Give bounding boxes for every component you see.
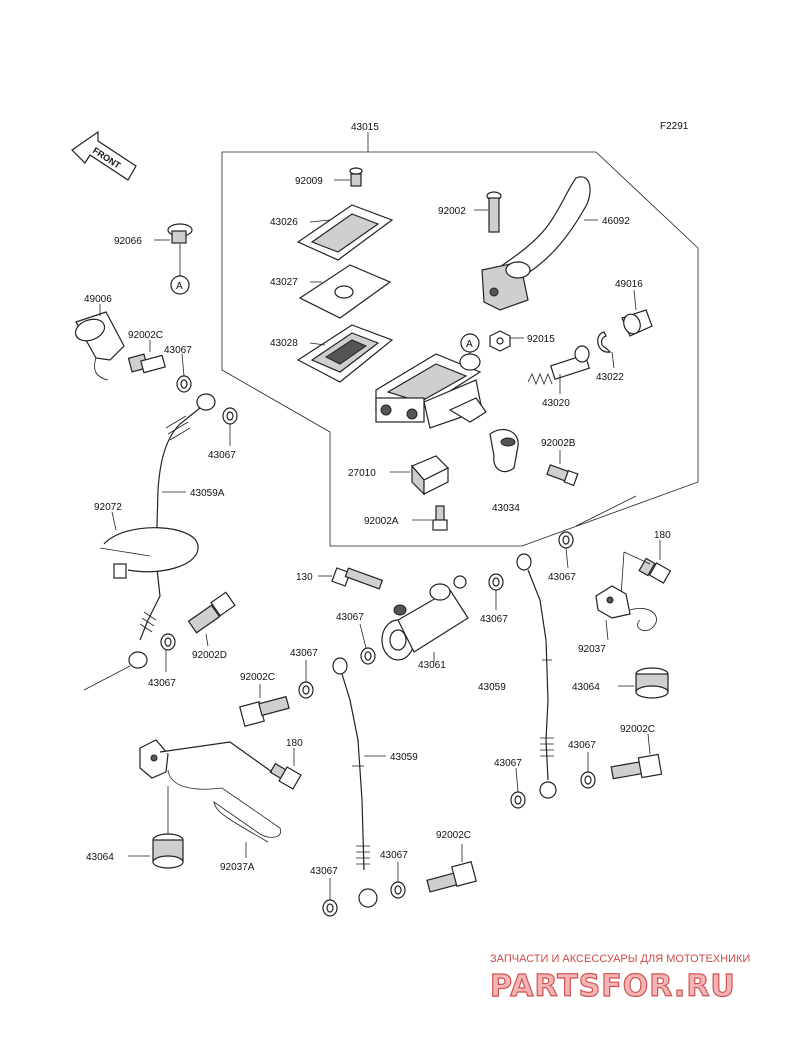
label-43059a: 43059A bbox=[190, 488, 225, 499]
label-27010: 27010 bbox=[348, 468, 376, 479]
label-92002d: 92002D bbox=[192, 650, 227, 661]
group-outline bbox=[221, 151, 699, 547]
label-43059-1: 43059 bbox=[478, 682, 506, 693]
label-49016: 49016 bbox=[615, 279, 643, 290]
front-arrow-icon: FRONT bbox=[71, 130, 137, 181]
washer-43067-7 bbox=[580, 771, 596, 789]
washer-43067-5 bbox=[488, 573, 504, 591]
label-43067-1: 43067 bbox=[164, 345, 192, 356]
label-92002b: 92002B bbox=[541, 438, 576, 449]
label-43067-7: 43067 bbox=[568, 740, 596, 751]
label-92002c-1: 92002C bbox=[128, 330, 163, 341]
label-92015: 92015 bbox=[527, 334, 555, 345]
label-43028: 43028 bbox=[270, 338, 298, 349]
label-130: 130 bbox=[296, 572, 313, 583]
label-49006: 49006 bbox=[84, 294, 112, 305]
label-180-2: 180 bbox=[286, 738, 303, 749]
watermark-logo: PARTSFOR.RU bbox=[490, 969, 736, 1004]
label-92002: 92002 bbox=[438, 206, 466, 217]
grommet-43064-left bbox=[152, 833, 184, 869]
label-46092: 46092 bbox=[602, 216, 630, 227]
banjo-bolt-92002c-4 bbox=[426, 861, 477, 893]
washer-43067-1 bbox=[176, 375, 192, 393]
circlip-43022 bbox=[597, 331, 612, 353]
banjo-bolt-92002c-1 bbox=[127, 353, 166, 374]
master-cylinder-body bbox=[375, 353, 487, 429]
washer-43067-11 bbox=[322, 899, 338, 917]
grommet-43064-right bbox=[635, 667, 669, 699]
screw-92002a bbox=[432, 505, 448, 531]
junction-43061 bbox=[381, 575, 469, 661]
label-92009: 92009 bbox=[295, 176, 323, 187]
label-43067-11: 43067 bbox=[310, 866, 338, 877]
label-43067-4: 43067 bbox=[336, 612, 364, 623]
bolt-92002b bbox=[546, 464, 579, 487]
washer-43067-3 bbox=[160, 633, 176, 651]
brake-hose-43059-right bbox=[516, 553, 557, 799]
label-43059-2: 43059 bbox=[390, 752, 418, 763]
bolt-130 bbox=[331, 567, 384, 590]
callout-a-left: A bbox=[170, 275, 190, 295]
label-92066: 92066 bbox=[114, 236, 142, 247]
svg-text:A: A bbox=[466, 339, 473, 350]
label-43022: 43022 bbox=[596, 372, 624, 383]
label-92037a: 92037A bbox=[220, 862, 255, 873]
svg-text:A: A bbox=[176, 281, 183, 292]
washer-43067-6 bbox=[558, 531, 574, 549]
label-43067-3: 43067 bbox=[148, 678, 176, 689]
label-43067-10: 43067 bbox=[380, 850, 408, 861]
screw-92009 bbox=[349, 167, 363, 187]
rubber-cap-92066 bbox=[167, 223, 193, 244]
label-43027: 43027 bbox=[270, 277, 298, 288]
clamp-43034 bbox=[489, 429, 519, 473]
reservoir-cap-43026 bbox=[296, 204, 394, 261]
label-43067-6: 43067 bbox=[548, 572, 576, 583]
label-43061: 43061 bbox=[418, 660, 446, 671]
brake-hose-43059-middle bbox=[332, 657, 378, 908]
bolt-92002 bbox=[486, 191, 502, 233]
label-43034: 43034 bbox=[492, 503, 520, 514]
label-92002c-3: 92002C bbox=[240, 672, 275, 683]
label-43015: 43015 bbox=[351, 122, 379, 133]
label-92037: 92037 bbox=[578, 644, 606, 655]
bolt-180-lower bbox=[269, 762, 302, 790]
label-43064-2: 43064 bbox=[86, 852, 114, 863]
clamp-band-92072 bbox=[99, 527, 199, 579]
label-43067-2: 43067 bbox=[208, 450, 236, 461]
banjo-bolt-92002c-2 bbox=[610, 753, 663, 780]
plate-43027 bbox=[298, 264, 392, 319]
washer-43067-10 bbox=[390, 881, 406, 899]
brake-lever-46092 bbox=[481, 176, 591, 311]
watermark-tagline: ЗАПЧАСТИ И АКСЕССУАРЫ ДЛЯ МОТОТЕХНИКИ bbox=[490, 953, 750, 965]
label-43026: 43026 bbox=[270, 217, 298, 228]
label-92002c-2: 92002C bbox=[620, 724, 655, 735]
label-43067-5: 43067 bbox=[480, 614, 508, 625]
callout-a-center: A bbox=[460, 333, 480, 353]
nut-92015 bbox=[489, 330, 511, 352]
label-43064-1: 43064 bbox=[572, 682, 600, 693]
bolt-180-upper bbox=[638, 557, 672, 584]
diagram-code: F2291 bbox=[660, 121, 689, 132]
washer-43067-8 bbox=[510, 791, 526, 809]
bracket-92037a bbox=[139, 739, 282, 843]
washer-43067-4 bbox=[360, 647, 376, 665]
brake-switch-27010 bbox=[411, 455, 450, 496]
bolt-92002d bbox=[187, 591, 236, 634]
label-43020: 43020 bbox=[542, 398, 570, 409]
bracket-92037 bbox=[595, 585, 657, 632]
label-92072: 92072 bbox=[94, 502, 122, 513]
boot-49016 bbox=[621, 309, 653, 337]
dust-boot-49006 bbox=[74, 311, 125, 381]
banjo-bolt-92002c-3 bbox=[239, 695, 290, 727]
washer-43067-9 bbox=[298, 681, 314, 699]
label-92002a: 92002A bbox=[364, 516, 399, 527]
label-43067-8: 43067 bbox=[494, 758, 522, 769]
label-43067-9: 43067 bbox=[290, 648, 318, 659]
label-92002c-4: 92002C bbox=[436, 830, 471, 841]
washer-43067-2 bbox=[222, 407, 238, 425]
piston-assembly-43020 bbox=[527, 345, 591, 386]
label-180-1: 180 bbox=[654, 530, 671, 541]
diaphragm-43028 bbox=[296, 324, 394, 383]
